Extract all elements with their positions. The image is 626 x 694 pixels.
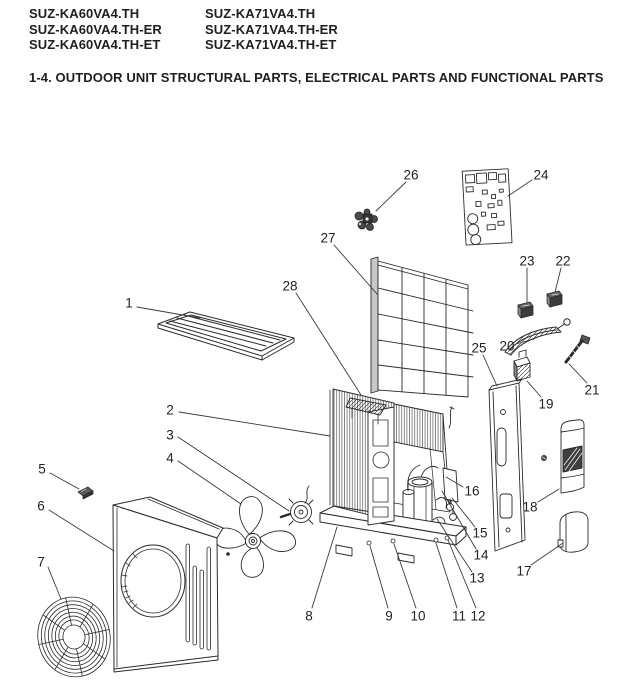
model-list-left: SUZ-KA60VA4.TH SUZ-KA60VA4.TH-ER SUZ-KA6…	[29, 6, 162, 53]
part-pipe-cover	[560, 419, 585, 494]
leader-line-14	[441, 490, 477, 550]
part-fan-motor	[279, 485, 314, 526]
callout-8: 8	[305, 608, 313, 624]
model-name: SUZ-KA60VA4.TH-ET	[29, 37, 161, 52]
callout-23: 23	[519, 253, 535, 269]
leader-line-24	[507, 179, 533, 197]
leader-line-3	[177, 436, 290, 512]
screw-dot	[226, 552, 230, 556]
callout-25: 25	[471, 340, 487, 356]
callout-27: 27	[320, 230, 336, 246]
model-name: SUZ-KA71VA4.TH-ER	[205, 21, 338, 37]
model-name: SUZ-KA60VA4.TH	[29, 6, 140, 21]
callout-3: 3	[166, 427, 174, 443]
callout-7: 7	[37, 554, 45, 570]
callout-5: 5	[38, 461, 46, 477]
callout-10: 10	[410, 608, 426, 624]
leader-line-28	[295, 292, 362, 396]
leader-line-22	[554, 267, 562, 293]
part-reactor-coil	[354, 208, 378, 231]
callout-6: 6	[37, 498, 45, 514]
model-name: SUZ-KA71VA4.TH	[205, 6, 316, 21]
part-terminal-block-22	[546, 290, 563, 308]
leader-line-2	[178, 411, 331, 437]
leader-line-8	[311, 526, 338, 609]
part-terminal-block-23	[517, 301, 534, 319]
callout-15: 15	[472, 525, 488, 541]
callout-12: 12	[470, 608, 486, 624]
model-name: SUZ-KA60VA4.TH-ER	[29, 21, 162, 37]
callout-14: 14	[473, 547, 489, 563]
leader-line-16	[445, 476, 464, 488]
part-handle	[504, 318, 571, 356]
leader-line-25	[482, 354, 498, 387]
screw	[541, 455, 547, 461]
part-fan-guard	[37, 596, 111, 678]
callout-4: 4	[166, 450, 174, 466]
leader-line-7	[47, 566, 62, 600]
leader-lines	[47, 179, 588, 609]
callout-28: 28	[282, 278, 298, 294]
callout-9: 9	[385, 608, 393, 624]
leader-line-26	[375, 181, 407, 212]
callout-24: 24	[533, 167, 549, 183]
callout-26: 26	[403, 167, 419, 183]
model-list-right: SUZ-KA71VA4.TH SUZ-KA71VA4.TH-ER SUZ-KA7…	[205, 6, 338, 53]
leader-line-15	[451, 497, 476, 528]
part-top-panel	[157, 311, 295, 361]
callout-1: 1	[125, 295, 133, 311]
part-chassis-assembly	[319, 388, 467, 564]
leader-line-20	[515, 338, 535, 345]
part-side-panel	[488, 378, 526, 552]
callout-21: 21	[584, 382, 600, 398]
callout-2: 2	[166, 402, 174, 418]
leader-line-18	[537, 488, 560, 503]
leader-line-10	[393, 543, 417, 609]
part-valve-cover	[557, 511, 589, 553]
part-front-panel	[112, 496, 224, 673]
leader-line-9	[369, 545, 389, 609]
part-rear-guard	[370, 256, 474, 398]
part-propeller-fan	[214, 496, 296, 578]
part-bracket	[513, 349, 531, 382]
callout-17: 17	[516, 563, 532, 579]
callout-11: 11	[451, 608, 467, 624]
part-bolt	[564, 334, 591, 364]
callout-22: 22	[555, 253, 571, 269]
section-title: 1-4. OUTDOOR UNIT STRUCTURAL PARTS, ELEC…	[29, 70, 604, 85]
leader-line-4	[177, 460, 242, 505]
callout-18: 18	[522, 499, 538, 515]
leader-line-21	[568, 363, 588, 384]
model-name: SUZ-KA71VA4.TH-ET	[205, 37, 337, 52]
leader-line-17	[530, 542, 564, 566]
leader-line-12	[447, 539, 477, 609]
leader-line-19	[526, 380, 542, 398]
leader-line-11	[435, 542, 458, 609]
callout-20: 20	[499, 338, 515, 354]
part-pcb	[461, 168, 513, 246]
leader-line-6	[48, 509, 115, 552]
part-clip	[77, 486, 94, 500]
leader-line-5	[49, 472, 80, 490]
callout-13: 13	[469, 570, 485, 586]
callout-16: 16	[464, 483, 480, 499]
leader-line-1	[136, 306, 201, 319]
leader-line-13	[436, 518, 473, 573]
leader-line-27	[333, 244, 378, 295]
callout-19: 19	[538, 396, 554, 412]
